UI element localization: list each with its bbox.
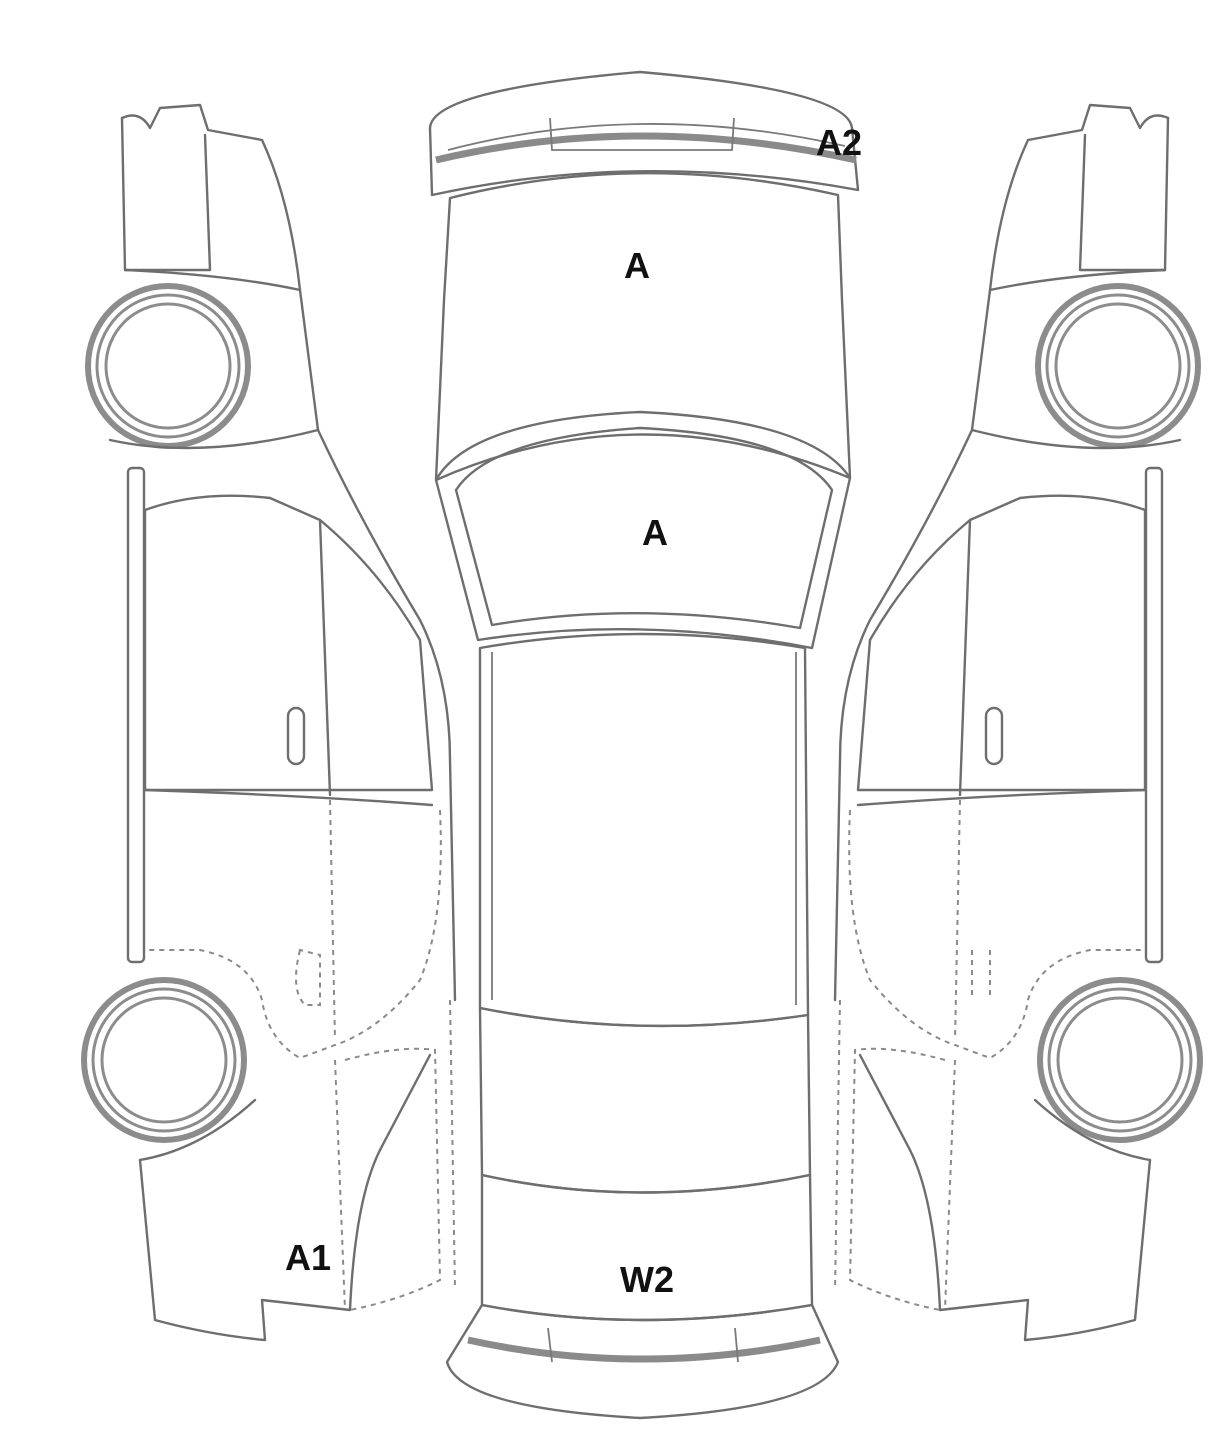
right-front-wheel [1035, 283, 1201, 449]
rear-window-damage-marker: W2 [620, 1259, 674, 1300]
left-rear-wheel [81, 977, 247, 1143]
windshield-damage-marker: A [642, 512, 668, 553]
left-front-wheel [85, 283, 251, 449]
hood-damage-marker: A [624, 245, 650, 286]
rear-bumper [445, 1303, 840, 1420]
front-bumper-damage-marker: A2 [816, 122, 862, 163]
right-rear-wheel [1037, 977, 1203, 1143]
left-rear-quarter-damage-marker: A1 [285, 1237, 331, 1278]
car-right-side-view [833, 103, 1203, 1342]
roof [478, 632, 810, 1028]
windshield [434, 410, 852, 650]
car-top-view [428, 70, 860, 1420]
rear-window [478, 1006, 812, 1194]
car-left-side-view [81, 103, 457, 1342]
front-bumper [428, 70, 860, 197]
